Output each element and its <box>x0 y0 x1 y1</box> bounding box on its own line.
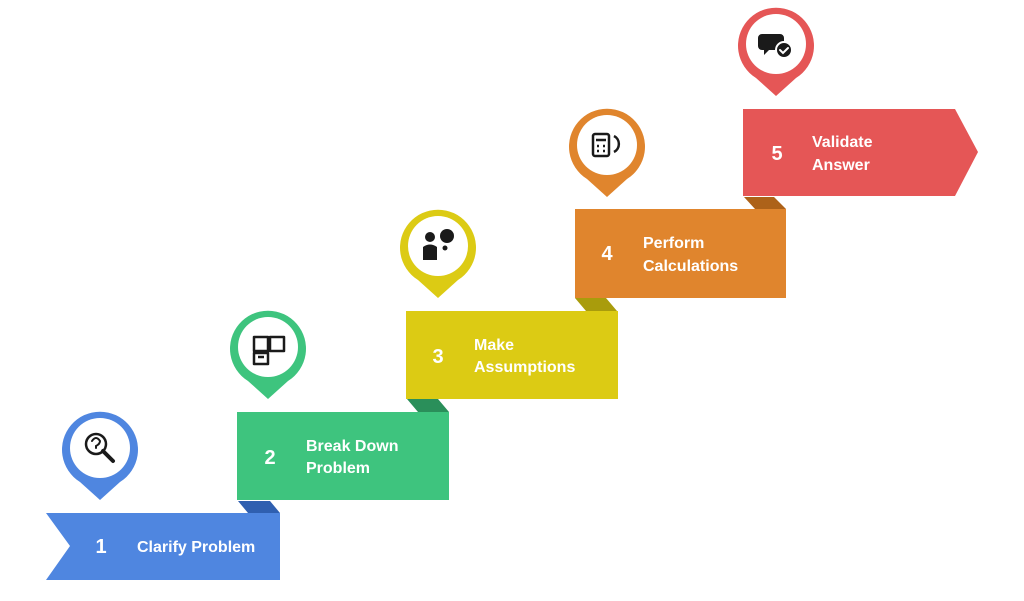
step-5: 5 Validate Answer <box>738 7 978 196</box>
step-5-banner <box>743 109 978 196</box>
step-4: 4 Perform Calculations <box>569 108 786 298</box>
step-2: 2 Break Down Problem <box>230 310 449 500</box>
step-4-fold <box>744 197 786 209</box>
step-3-fold <box>575 298 617 311</box>
step-1-number: 1 <box>95 536 106 558</box>
step-5-label-line-1: Validate <box>812 134 873 151</box>
step-3-number: 3 <box>432 346 443 368</box>
step-2-label-line-2: Problem <box>306 460 370 477</box>
step-1-fold <box>238 501 280 513</box>
step-5-label-line-2: Answer <box>812 157 870 174</box>
question-magnifier-icon <box>84 432 115 463</box>
step-3-pin-inner <box>408 216 468 276</box>
step-3-banner <box>406 311 618 399</box>
step-4-label-line-2: Calculations <box>643 258 738 275</box>
step-2-number: 2 <box>264 447 275 469</box>
step-3-label-line-1: Make <box>474 337 514 354</box>
calculator-refresh-icon <box>591 132 621 158</box>
step-3-label-line-2: Assumptions <box>474 359 575 376</box>
step-4-label-line-1: Perform <box>643 235 704 252</box>
step-1-pin-inner <box>70 418 130 478</box>
step-4-number: 4 <box>601 243 613 265</box>
step-2-fold <box>407 399 449 412</box>
step-4-pin-inner <box>577 115 637 175</box>
step-2-banner <box>237 412 449 500</box>
chat-check-icon <box>758 34 793 59</box>
step-1-banner <box>46 513 280 580</box>
person-thought-icon <box>423 229 454 260</box>
step-1-label: Clarify Problem <box>137 539 255 556</box>
step-2-label-line-1: Break Down <box>306 438 398 455</box>
step-3: 3 Make Assumptions <box>400 209 618 399</box>
puzzle-pieces-icon <box>252 335 286 366</box>
step-1: 1 Clarify Problem <box>46 411 280 580</box>
step-4-banner <box>575 209 786 298</box>
step-5-number: 5 <box>771 143 782 165</box>
